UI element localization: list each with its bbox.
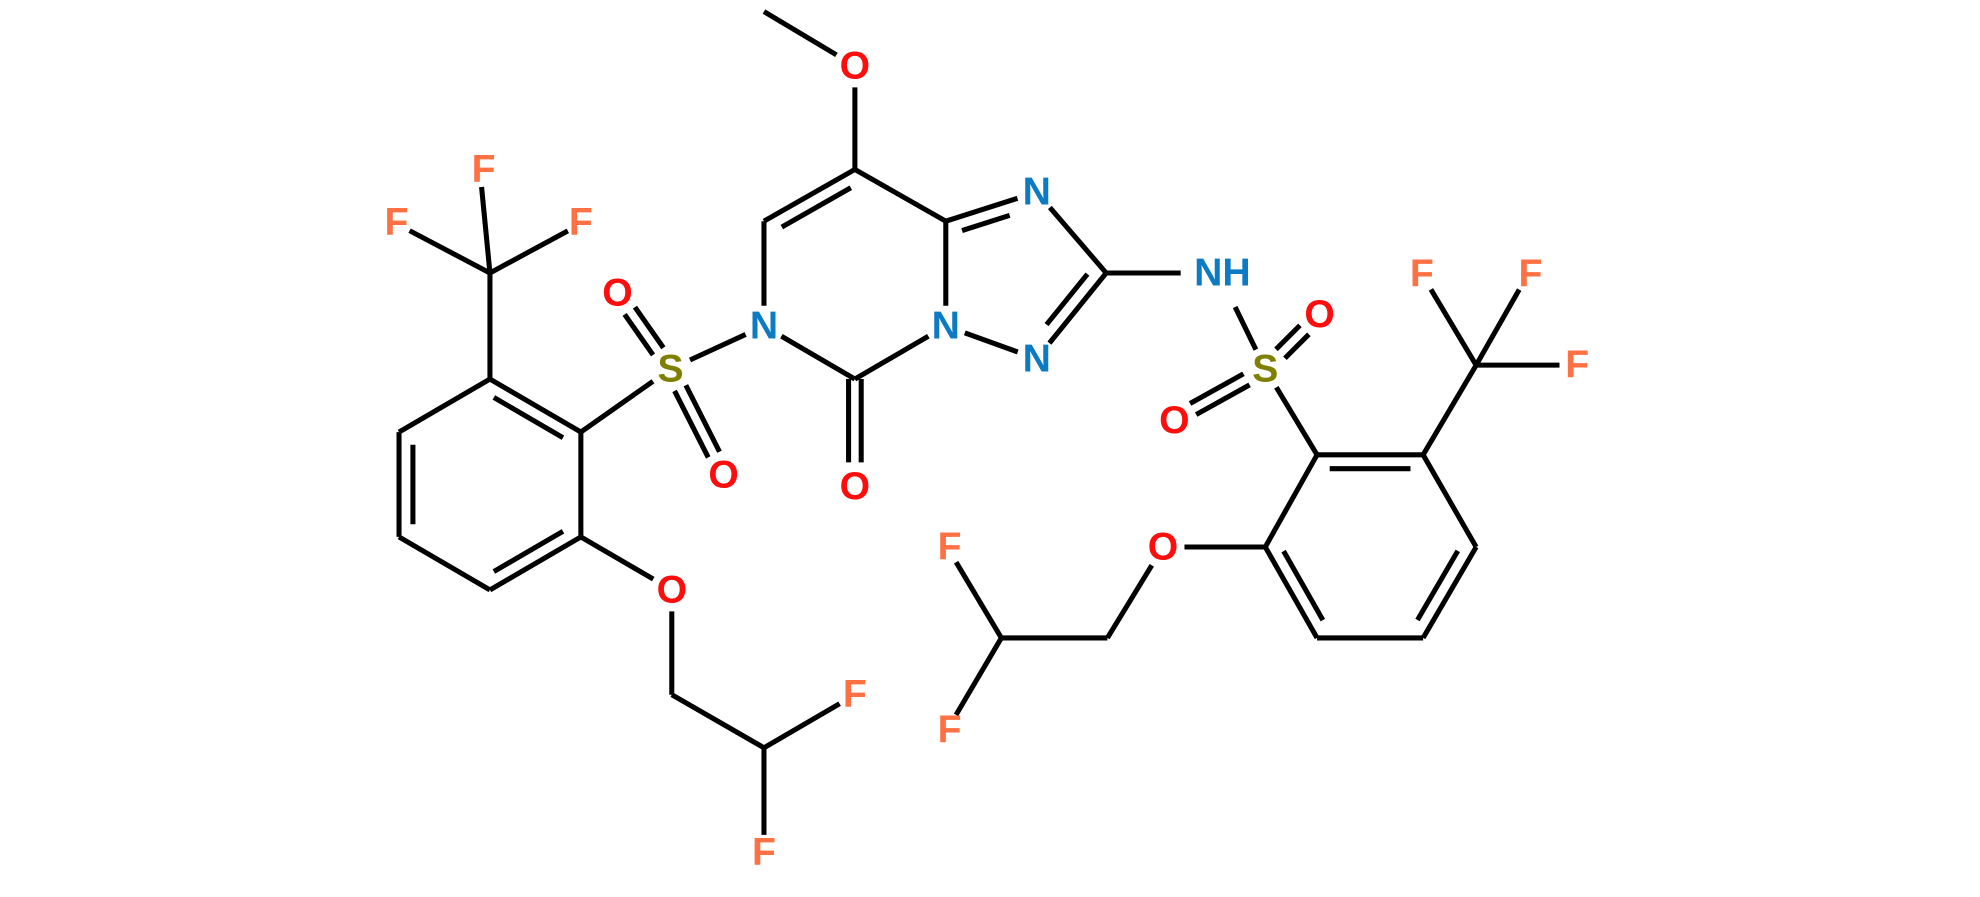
bond <box>488 376 583 435</box>
bond <box>963 330 1019 355</box>
atom-o-left-ether: O <box>657 568 687 611</box>
bond <box>1420 453 1479 549</box>
bond <box>1274 323 1302 352</box>
bond <box>1047 205 1109 275</box>
bond <box>1047 271 1109 345</box>
bond <box>397 376 492 435</box>
atom-f: F <box>938 525 962 568</box>
atom-n-triazole-top: N <box>1023 171 1051 214</box>
atom-n-bridge: N <box>932 305 960 348</box>
bond <box>953 560 1004 640</box>
bond <box>961 212 1011 233</box>
bond <box>1194 382 1251 417</box>
bond <box>1420 545 1479 640</box>
bond <box>780 185 853 230</box>
bond <box>1263 545 1320 640</box>
atom-f: F <box>569 201 593 244</box>
atom-f: F <box>1410 253 1434 296</box>
bond <box>762 167 857 224</box>
bond <box>780 334 857 382</box>
atom-o-s-right-bottom: O <box>1159 399 1189 442</box>
atom-f: F <box>1565 344 1589 387</box>
bond <box>622 312 656 357</box>
atom-f: F <box>938 709 962 752</box>
atom-n-ring6: N <box>750 305 778 348</box>
bonds <box>396 9 1560 835</box>
bond <box>579 379 655 435</box>
atom-s-right: S <box>1252 347 1278 390</box>
bond <box>1232 305 1259 351</box>
bond <box>762 701 841 750</box>
atom-s-left: S <box>657 347 683 390</box>
atom-o-s-right-top: O <box>1304 293 1334 336</box>
bond <box>1263 453 1320 549</box>
bond <box>1473 288 1522 367</box>
atom-f: F <box>385 201 409 244</box>
bond <box>853 334 930 382</box>
bond <box>670 692 766 750</box>
bond <box>1415 549 1460 622</box>
bond <box>1283 332 1311 361</box>
atom-f: F <box>843 673 867 716</box>
atom-n-triazole-bottom: N <box>1023 337 1051 380</box>
bond <box>683 384 722 453</box>
atom-o-methoxy: O <box>840 44 870 87</box>
atom-o-right-ether: O <box>1148 525 1178 568</box>
bond <box>953 636 1004 717</box>
atom-o-carbonyl: O <box>840 465 870 508</box>
bond <box>1281 549 1326 622</box>
bond <box>672 389 711 459</box>
atom-labels: O O N N N N NH S O O S O O F F F O F F F… <box>385 44 1590 874</box>
bond <box>579 534 655 582</box>
atom-o-s-left-top: O <box>602 272 632 315</box>
bond <box>408 228 492 276</box>
atom-f: F <box>472 148 496 191</box>
bond <box>1188 371 1245 406</box>
bond <box>688 332 747 363</box>
bond <box>762 9 838 58</box>
bond <box>1044 272 1090 327</box>
bond <box>1274 386 1320 457</box>
bond <box>479 186 493 274</box>
bond <box>492 395 565 440</box>
atom-nh: NH <box>1194 251 1251 294</box>
bond <box>853 167 948 224</box>
bond <box>488 228 570 276</box>
bond <box>945 195 1019 224</box>
bond <box>492 529 565 574</box>
bond <box>488 534 583 593</box>
bond <box>1105 563 1154 640</box>
bond <box>1428 288 1479 367</box>
atom-o-s-left-bottom: O <box>708 454 738 497</box>
atom-f: F <box>752 831 776 874</box>
bond <box>632 305 666 350</box>
bond <box>1420 363 1479 457</box>
bond <box>397 534 492 593</box>
atom-f: F <box>1519 253 1543 296</box>
